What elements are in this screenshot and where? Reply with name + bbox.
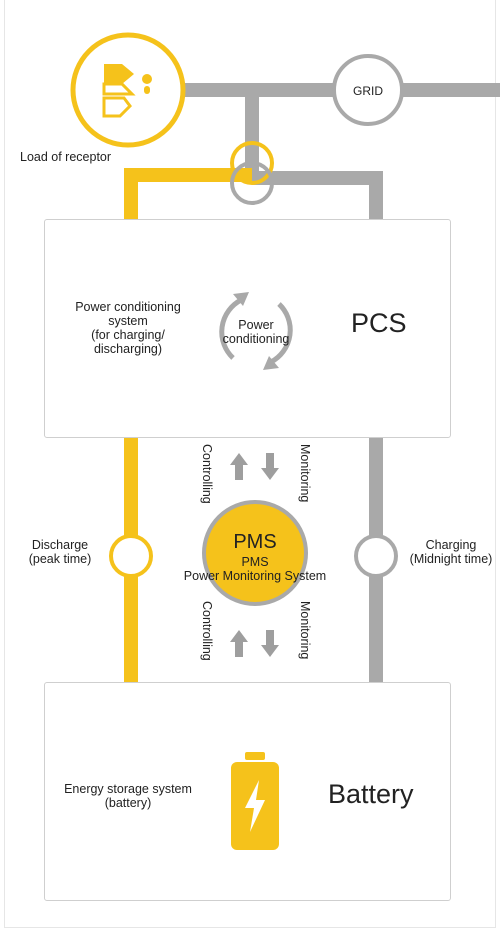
monitoring-label-top: Monitoring bbox=[298, 444, 312, 503]
battery-box: Energy storage system (battery) Battery bbox=[44, 682, 451, 901]
pcs-cycle-label: Power conditioning bbox=[222, 318, 290, 346]
load-label: Load of receptor bbox=[20, 150, 112, 164]
grid-junction-ring bbox=[230, 161, 274, 205]
load-junction-ring bbox=[230, 141, 274, 185]
cycle-arrows-icon bbox=[219, 292, 293, 370]
house-lamp-icon bbox=[102, 64, 152, 118]
pcs-box: Power conditioning system (for charging/… bbox=[44, 219, 451, 438]
charging-ring bbox=[354, 534, 398, 578]
load-line bbox=[124, 168, 252, 222]
charging-label: Charging (Midnight time) bbox=[409, 538, 493, 566]
battery-bolt-icon bbox=[231, 752, 279, 850]
grid-circle bbox=[332, 54, 404, 126]
up-down-arrows-icon bbox=[230, 453, 279, 657]
battery-title: Battery bbox=[328, 779, 414, 809]
pcs-description: Power conditioning system (for charging/… bbox=[75, 300, 181, 356]
pms-title: PMS bbox=[233, 531, 277, 553]
controlling-label-top: Controlling bbox=[200, 444, 214, 504]
discharge-label: Discharge (peak time) bbox=[28, 538, 92, 566]
diagram-frame bbox=[4, 0, 496, 928]
grid-to-pcs-line bbox=[252, 171, 383, 222]
pms-circle bbox=[202, 500, 308, 606]
grid-label: GRID bbox=[353, 84, 383, 98]
pms-sub: PMS bbox=[241, 555, 269, 569]
controlling-label-bottom: Controlling bbox=[200, 601, 214, 661]
battery-description: Energy storage system (battery) bbox=[64, 782, 192, 810]
monitoring-label-bottom: Monitoring bbox=[298, 601, 312, 660]
discharge-ring bbox=[109, 534, 153, 578]
pcs-title: PCS bbox=[351, 308, 407, 338]
pms-name: Power Monitoring System bbox=[183, 569, 327, 583]
